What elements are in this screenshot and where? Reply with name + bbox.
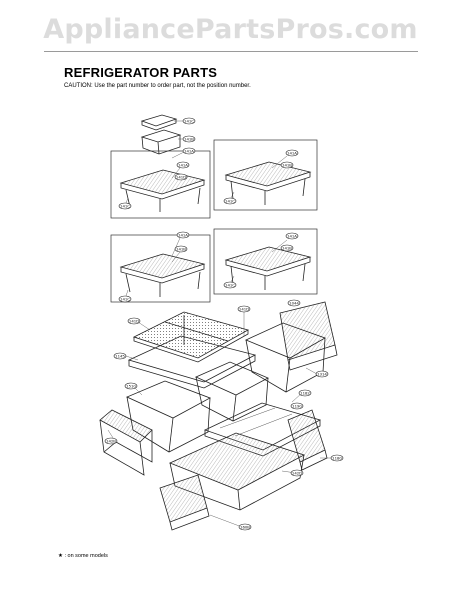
callout-c17: 141D — [127, 317, 141, 325]
shelf-group-box-4 — [213, 228, 318, 295]
shelf-4 — [224, 246, 312, 290]
svg-text:1510: 1510 — [126, 383, 136, 388]
shelf-2 — [224, 161, 312, 205]
callout-c14: 141A — [285, 232, 299, 240]
svg-text:141A: 141A — [184, 148, 194, 153]
callout-c19: 1044 — [287, 299, 301, 307]
right-side-rail — [287, 409, 328, 471]
svg-text:141D: 141D — [239, 306, 249, 311]
svg-text:1145: 1145 — [115, 353, 125, 358]
callout-c23: 1314 — [315, 370, 329, 378]
svg-text:141D: 141D — [129, 318, 139, 323]
callout-c15: 141C — [223, 281, 237, 289]
callout-c1: 141C — [182, 117, 196, 125]
crisper-glass-cover — [132, 311, 250, 363]
callout-c25: 1180 — [330, 454, 344, 462]
svg-text:142D: 142D — [292, 470, 302, 475]
callout-c24: 142B — [104, 437, 118, 445]
callout-c9: 141B — [280, 161, 294, 169]
svg-text:141B: 141B — [282, 162, 292, 167]
callout-c21: 1190 — [290, 402, 304, 410]
callout-c11: 141A — [176, 231, 190, 239]
header-rule — [44, 51, 418, 52]
svg-text:141C: 141C — [225, 198, 235, 203]
rear-panel-right — [279, 301, 338, 371]
svg-text:141C: 141C — [120, 296, 130, 301]
svg-text:141B: 141B — [282, 245, 292, 250]
svg-text:141C: 141C — [184, 118, 194, 123]
svg-text:160B: 160B — [240, 524, 250, 529]
dairy-bin — [140, 129, 182, 155]
shelf-1 — [119, 169, 206, 212]
callout-c7: 141C — [118, 202, 132, 210]
svg-text:141A: 141A — [178, 232, 188, 237]
left-side-rail — [99, 409, 153, 476]
shelf-group-box-2 — [213, 139, 318, 211]
crisper-drawer-left — [126, 380, 211, 453]
caution-note: CAUTION: Use the part number to order pa… — [64, 83, 251, 89]
callout-c8: 141A — [285, 149, 299, 157]
callout-c13: 141C — [118, 295, 132, 303]
svg-text:1190: 1190 — [292, 403, 302, 408]
svg-text:141C: 141C — [120, 203, 130, 208]
callout-c2: 141B — [182, 135, 196, 143]
shelf-3 — [119, 253, 206, 297]
crisper-drawer-center — [195, 361, 269, 422]
page-title: REFRIGERATOR PARTS — [64, 65, 218, 80]
callout-c12: 141B — [174, 245, 188, 253]
svg-text:1180: 1180 — [332, 455, 342, 460]
egg-tray — [140, 114, 178, 131]
svg-text:1182: 1182 — [300, 390, 310, 395]
crisper-drawer-right — [244, 322, 326, 393]
callout-c6: 141B — [280, 244, 294, 252]
callout-c10: 141C — [223, 197, 237, 205]
shelf-group-box-1 — [110, 150, 211, 219]
svg-text:1044: 1044 — [289, 300, 299, 305]
watermark-text: AppliancePartsPros.com — [43, 14, 418, 45]
callout-c3: 141A — [182, 147, 196, 155]
callout-c22: 1182 — [298, 389, 312, 397]
callout-c16: 141D — [237, 305, 251, 313]
svg-text:141D: 141D — [176, 174, 186, 179]
svg-text:141A: 141A — [287, 150, 297, 155]
svg-text:142B: 142B — [106, 438, 116, 443]
svg-text:141A: 141A — [178, 162, 188, 167]
svg-text:141B: 141B — [176, 246, 186, 251]
svg-text:141B: 141B — [184, 136, 194, 141]
bottom-pan — [168, 432, 306, 511]
shelf-group-box-3 — [110, 234, 211, 303]
callout-c26: 142D — [290, 469, 304, 477]
front-cover-panel — [159, 474, 210, 531]
svg-text:1314: 1314 — [317, 371, 327, 376]
svg-text:141A: 141A — [287, 233, 297, 238]
callout-c27: 160B — [238, 523, 252, 531]
callout-c20: 1510 — [124, 382, 138, 390]
callout-c5: 141D — [174, 173, 188, 181]
svg-text:141C: 141C — [225, 282, 235, 287]
footnote: ★ : on some models — [58, 553, 108, 559]
cover-frame — [127, 335, 257, 389]
callout-c4: 141A — [176, 161, 190, 169]
callout-c18: 1145 — [113, 352, 127, 360]
